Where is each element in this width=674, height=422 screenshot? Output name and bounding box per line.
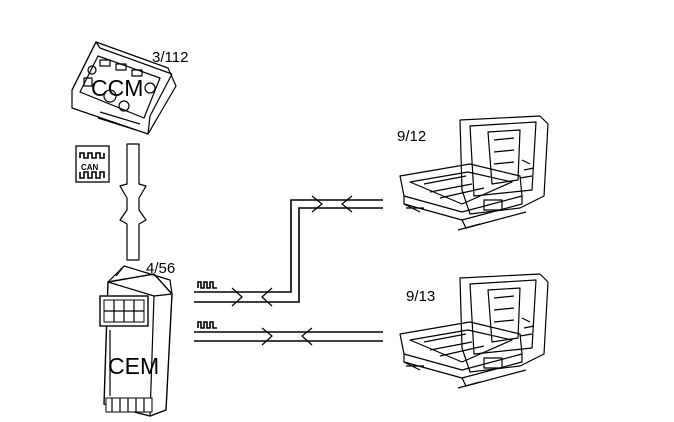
cem-label: CEM xyxy=(108,353,159,379)
seat-upper-ref-label: 9/12 xyxy=(397,128,426,145)
can-icon-label: CAN xyxy=(81,163,99,172)
cem-ref-label: 4/56 xyxy=(146,260,175,277)
seat-upper xyxy=(399,115,549,231)
ccm-module xyxy=(71,41,177,135)
can-link-vertical xyxy=(119,143,147,261)
seat-lower xyxy=(399,273,549,389)
link-cem-to-seat-upper xyxy=(194,195,383,307)
can-bus-icon xyxy=(75,145,110,183)
seat-lower-ref-label: 9/13 xyxy=(406,288,435,305)
ccm-ref-label: 3/112 xyxy=(152,49,188,66)
signal-pulse-icon-upper xyxy=(197,281,217,289)
link-cem-to-seat-lower xyxy=(194,327,383,346)
signal-pulse-icon-lower xyxy=(197,321,217,329)
ccm-label: CCM xyxy=(91,75,143,101)
cem-module xyxy=(99,265,173,417)
